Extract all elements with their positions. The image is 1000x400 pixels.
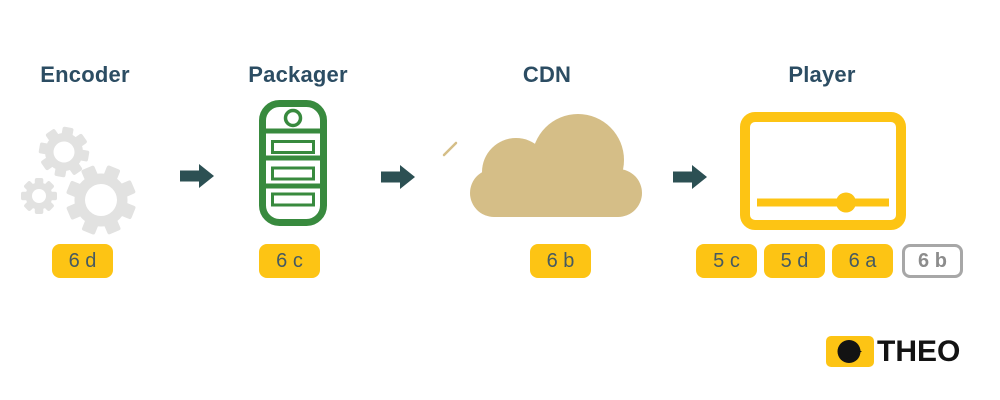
logo-text: THEO [877, 334, 961, 368]
server-icon [259, 100, 327, 226]
encoder-badge: 6 d [52, 244, 113, 278]
play-button-icon [826, 336, 874, 367]
packager-badge: 6 c [259, 244, 320, 278]
player-badge-3: 6 a [832, 244, 893, 278]
player-badge-2: 5 d [764, 244, 825, 278]
cdn-badge: 6 b [530, 244, 591, 278]
packager-label: Packager [248, 62, 348, 87]
player-label: Player [788, 62, 856, 87]
theo-logo: THEO [826, 336, 960, 367]
player-badge-1: 5 c [696, 244, 757, 278]
seek-handle [836, 192, 856, 213]
gears-icon [21, 126, 136, 235]
cdn-label: CDN [522, 62, 572, 87]
arrow-right-icon [180, 164, 214, 188]
video-player-icon [740, 112, 906, 230]
arrow-right-icon [381, 165, 415, 189]
player-badge-4: 6 b [902, 244, 963, 278]
encoder-label: Encoder [40, 62, 130, 87]
cloud-icon [442, 114, 642, 217]
arrow-right-icon [673, 165, 707, 189]
